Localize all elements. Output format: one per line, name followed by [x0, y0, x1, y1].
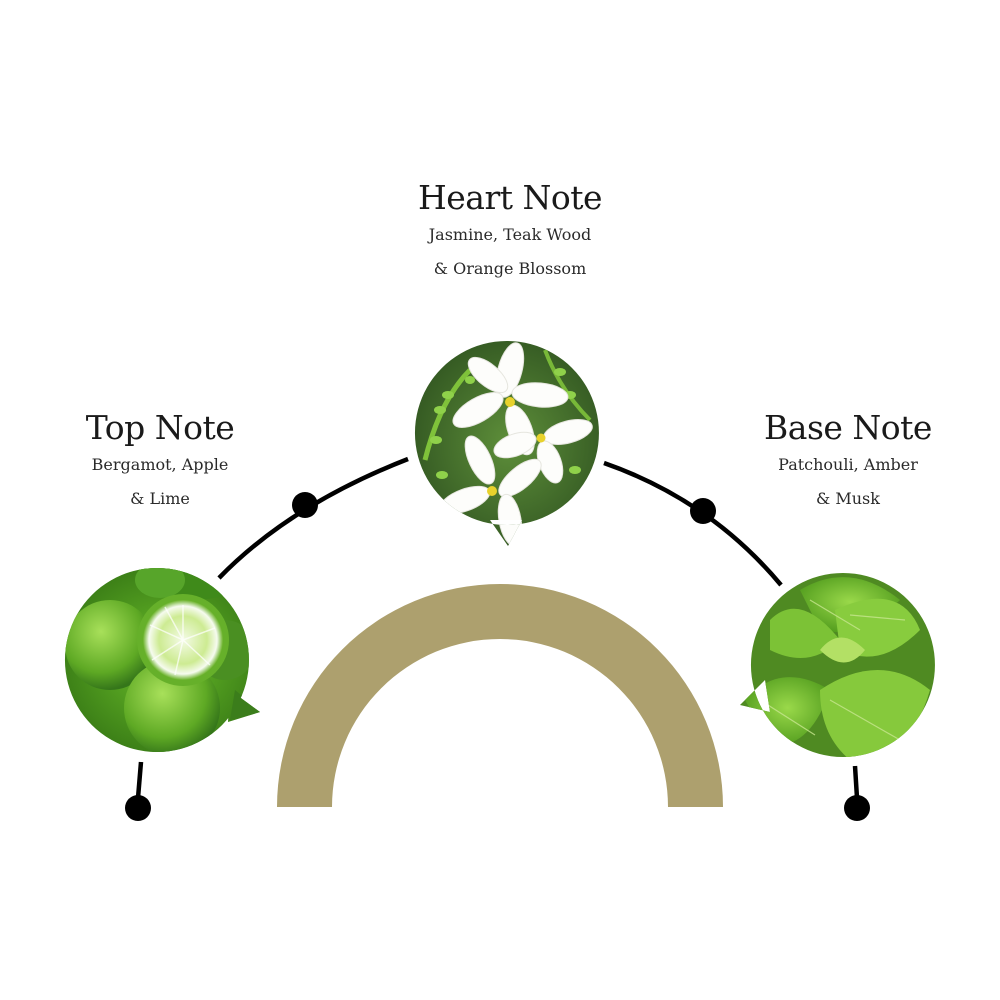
- stem-dot-left: [125, 795, 151, 821]
- jasmine-flowers-image: [414, 341, 599, 546]
- connector-dot-right: [690, 498, 716, 524]
- connector-dot-left: [292, 492, 318, 518]
- top-note: Top Note Bergamot, Apple & Lime: [40, 408, 280, 516]
- top-note-ingredients-2: & Lime: [130, 489, 190, 508]
- stem-dot-right: [844, 795, 870, 821]
- heart-note-ingredients-2: & Orange Blossom: [433, 259, 587, 278]
- base-note-ingredients-1: Patchouli, Amber: [778, 455, 918, 474]
- heart-note: Heart Note Jasmine, Teak Wood & Orange B…: [360, 178, 660, 286]
- top-note-ingredients-1: Bergamot, Apple: [91, 455, 229, 474]
- top-note-title: Top Note: [85, 408, 235, 447]
- base-note-title: Base Note: [764, 408, 932, 447]
- patchouli-leaves-image: [740, 573, 935, 757]
- stem-left: [135, 761, 144, 799]
- base-note-ingredients-2: & Musk: [816, 489, 880, 508]
- heart-note-title: Heart Note: [417, 178, 603, 217]
- base-note: Base Note Patchouli, Amber & Musk: [728, 408, 968, 516]
- bergamot-citrus-image: [64, 568, 260, 752]
- gold-arch: [277, 584, 723, 807]
- heart-note-ingredients-1: Jasmine, Teak Wood: [428, 225, 592, 244]
- stem-right: [852, 765, 860, 799]
